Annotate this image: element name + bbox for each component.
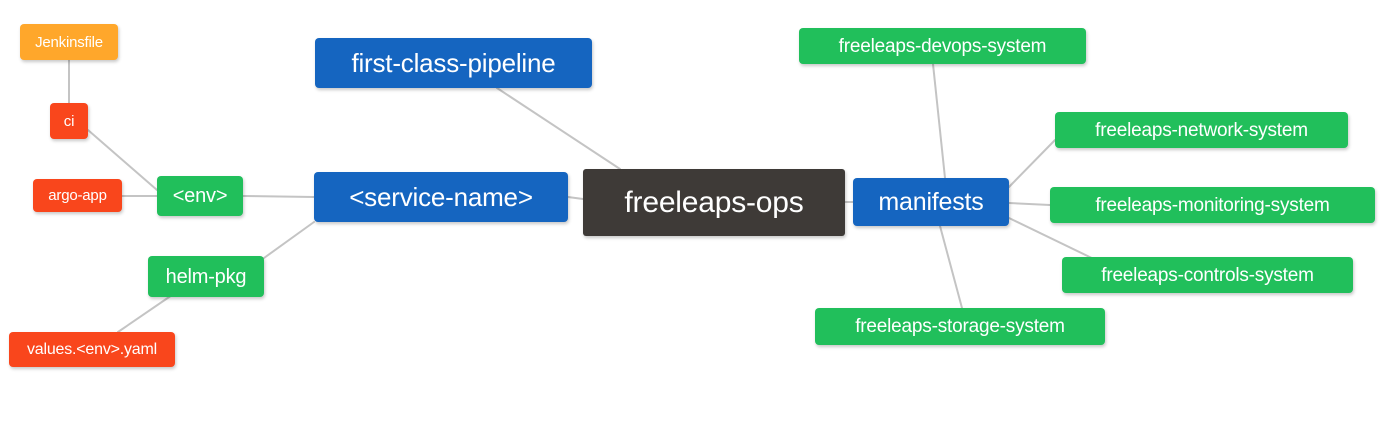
node-helm-pkg[interactable]: helm-pkg [148,256,264,297]
node-jenkinsfile[interactable]: Jenkinsfile [20,24,118,60]
node-label: helm-pkg [165,265,247,288]
edge-manifests-to-network-system [1008,139,1056,188]
node-argo-app[interactable]: argo-app [33,179,122,212]
node-label: <env> [172,185,228,207]
node-label: Jenkinsfile [35,33,103,51]
edge-helm-pkg-to-values-yaml [117,292,176,333]
node-label: values.<env>.yaml [26,340,157,358]
node-label: argo-app [48,187,107,204]
edge-env-to-service-name [242,195,315,198]
edge-service-name-to-helm-pkg [263,221,315,259]
node-label: freeleaps-storage-system [855,316,1065,337]
node-label: freeleaps-network-system [1095,119,1308,141]
edge-manifests-to-storage-system [939,225,963,309]
node-freeleaps-ops[interactable]: freeleaps-ops [583,169,845,236]
node-service-name[interactable]: <service-name> [314,172,568,222]
node-storage-system[interactable]: freeleaps-storage-system [815,308,1105,345]
edge-first-class-to-freeleaps-ops [496,87,621,170]
node-label: <service-name> [349,182,533,212]
node-label: freeleaps-devops-system [838,35,1047,57]
edge-manifests-to-devops-system [932,63,946,179]
node-label: ci [63,112,75,130]
node-label: manifests [878,187,984,216]
node-first-class[interactable]: first-class-pipeline [315,38,592,88]
node-controls-system[interactable]: freeleaps-controls-system [1062,257,1353,293]
node-label: freeleaps-controls-system [1101,264,1314,286]
node-monitoring-system[interactable]: freeleaps-monitoring-system [1050,187,1375,223]
edge-manifests-to-controls-system [1008,217,1101,263]
edge-manifests-to-monitoring-system [1008,202,1051,206]
node-label: first-class-pipeline [351,48,556,78]
node-network-system[interactable]: freeleaps-network-system [1055,112,1348,148]
node-label: freeleaps-monitoring-system [1095,194,1330,216]
edge-service-name-to-freeleaps-ops [567,196,584,200]
node-manifests[interactable]: manifests [853,178,1009,226]
node-ci[interactable]: ci [50,103,88,139]
node-env[interactable]: <env> [157,176,243,216]
node-values-yaml[interactable]: values.<env>.yaml [9,332,175,367]
node-label: freeleaps-ops [624,185,804,219]
node-devops-system[interactable]: freeleaps-devops-system [799,28,1086,64]
